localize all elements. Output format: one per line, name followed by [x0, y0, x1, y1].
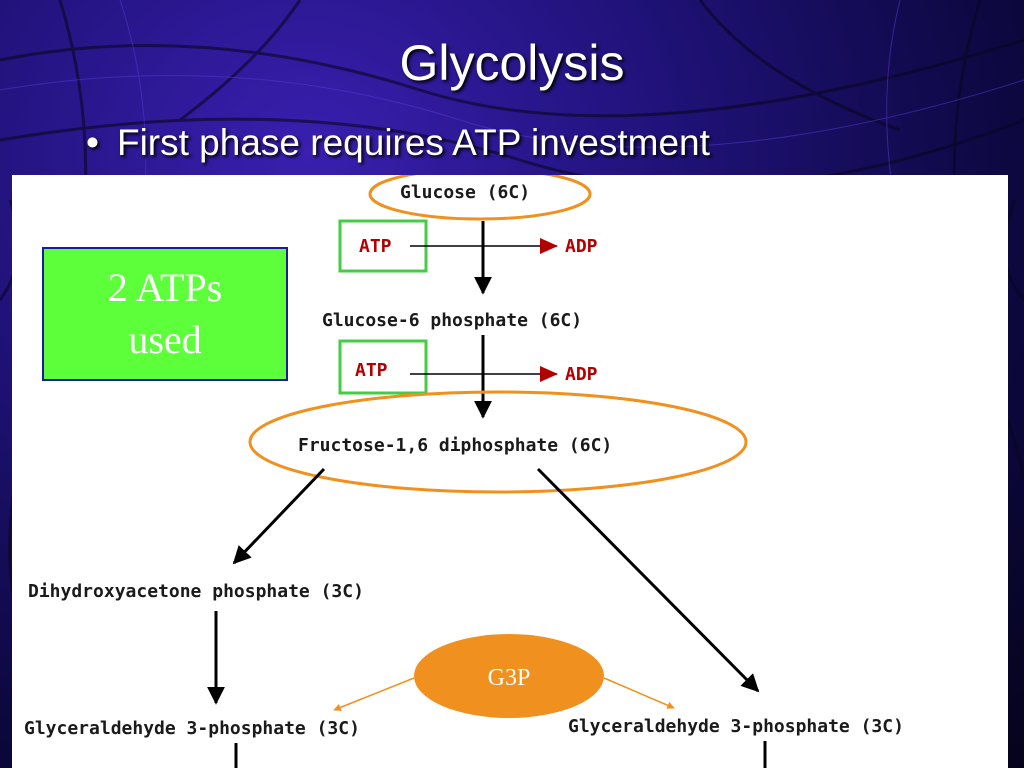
adp-arrowhead-1: [540, 238, 558, 254]
glyceraldehyde-3-phosphate-left-label: Glyceraldehyde 3-phosphate (3C): [24, 718, 360, 739]
adp-arrowhead-2: [540, 366, 558, 382]
callout-line-2: used: [128, 317, 202, 362]
callout-line-1: 2 ATPs: [107, 265, 223, 310]
arrow-f16dp-to-g3p-right: [536, 467, 760, 693]
dihydroxyacetone-phosphate-label: Dihydroxyacetone phosphate (3C): [28, 581, 364, 602]
g3p-pointer-right: [603, 677, 675, 709]
bullet-dot: •: [86, 122, 99, 163]
g3p-badge-label: G3P: [488, 665, 531, 691]
bullet-text: First phase requires ATP investment: [116, 122, 710, 163]
atp-box-2: [338, 339, 428, 395]
g3p-badge: [414, 634, 604, 718]
glucose-highlight-ellipse: [368, 175, 592, 221]
bullet-point: • First phase requires ATP investment: [86, 122, 710, 164]
pathway-svg: Glucose (6C) ATP ADP Glucose-6 phosphate…: [24, 175, 904, 768]
fructose-highlight-ellipse: [248, 390, 748, 494]
glucose-6-phosphate-label: Glucose-6 phosphate (6C): [322, 310, 582, 331]
arrow-f16dp-to-dhap: [232, 467, 326, 565]
fructose-1-6-diphosphate-label: Fructose-1,6 diphosphate (6C): [298, 435, 612, 456]
slide-title: Glycolysis: [399, 35, 625, 91]
adp-label-2: ADP: [565, 364, 598, 385]
atp-label-1: ATP: [359, 236, 392, 257]
glucose-label: Glucose (6C): [400, 182, 530, 203]
atp-label-2: ATP: [355, 360, 388, 381]
g3p-pointer-left: [333, 677, 415, 711]
glyceraldehyde-3-phosphate-right-label: Glyceraldehyde 3-phosphate (3C): [568, 716, 904, 737]
adp-label-1: ADP: [565, 236, 598, 257]
atp-usage-callout: 2 ATPs used: [42, 247, 288, 381]
